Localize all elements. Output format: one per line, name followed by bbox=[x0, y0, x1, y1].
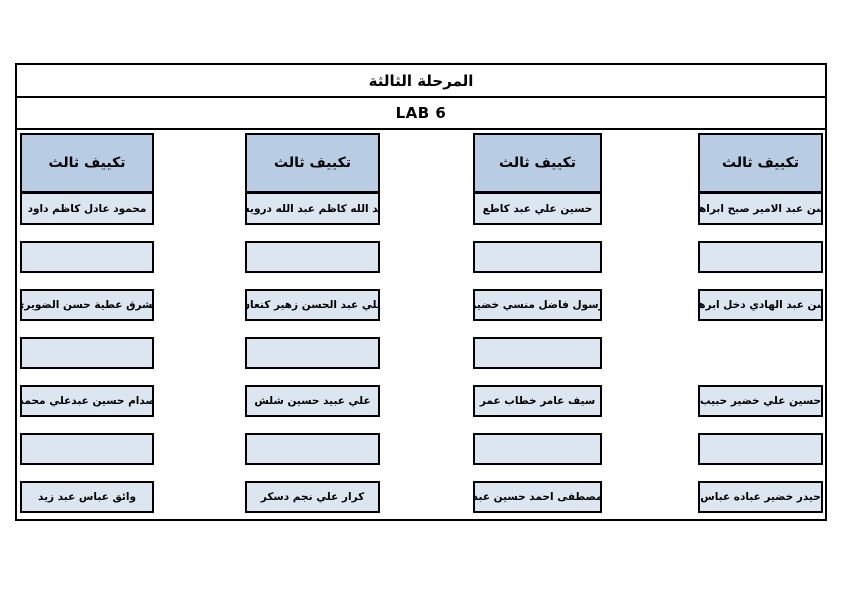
group-column-3: تكييف ثالث حسين علي عبد كاطع رسول فاضل م… bbox=[473, 133, 602, 513]
student-name-cell: حسن عبد الهادي دخل ابرهيم bbox=[698, 289, 823, 321]
group-column-1: تكييف ثالث محمود عادل كاظم داود مشرق عطي… bbox=[20, 133, 154, 513]
empty-cell bbox=[20, 241, 154, 273]
student-name-cell: حسن عبد الامير صبح ابراهيم bbox=[698, 193, 823, 225]
student-name-cell: صدام حسين عبدعلي محمد bbox=[20, 385, 154, 417]
group-column-2: تكييف ثالث عبد الله كاظم عبد الله درويش … bbox=[245, 133, 380, 513]
student-name-cell: محمود عادل كاظم داود bbox=[20, 193, 154, 225]
group-column-4: تكييف ثالث حسن عبد الامير صبح ابراهيم حس… bbox=[698, 133, 823, 513]
empty-cell bbox=[473, 433, 602, 465]
empty-cell bbox=[20, 337, 154, 369]
group-header: تكييف ثالث bbox=[473, 133, 602, 193]
empty-cell bbox=[473, 241, 602, 273]
student-name-cell: وائق عباس عبد زيد bbox=[20, 481, 154, 513]
group-header: تكييف ثالث bbox=[698, 133, 823, 193]
empty-cell bbox=[473, 337, 602, 369]
empty-cell bbox=[245, 241, 380, 273]
empty-cell bbox=[20, 433, 154, 465]
group-header: تكييف ثالث bbox=[20, 133, 154, 193]
student-name-cell: علي عبد الحسن زهير كنعان bbox=[245, 289, 380, 321]
empty-cell bbox=[245, 433, 380, 465]
lab-assignment-table: المرحلة الثالثة LAB 6 تكييف ثالث محمود ع… bbox=[15, 63, 827, 521]
empty-cell bbox=[698, 433, 823, 465]
group-header: تكييف ثالث bbox=[245, 133, 380, 193]
lab-title: LAB 6 bbox=[17, 98, 825, 130]
student-name-cell: حيدر خضير عباده عباس bbox=[698, 481, 823, 513]
student-name-cell: علي عبيد حسين شلش bbox=[245, 385, 380, 417]
student-name-cell: عبد الله كاظم عبد الله درويش bbox=[245, 193, 380, 225]
student-name-cell: رسول فاضل منسي خضير bbox=[473, 289, 602, 321]
student-name-cell: حسين علي خضير حبيب bbox=[698, 385, 823, 417]
student-name-cell: مصطفى احمد حسين عبد bbox=[473, 481, 602, 513]
stage-title: المرحلة الثالثة bbox=[17, 65, 825, 98]
student-name-cell: كرار علي نجم دسكر bbox=[245, 481, 380, 513]
student-name-cell: حسين علي عبد كاطع bbox=[473, 193, 602, 225]
student-name-cell: مشرق عطية حسن الضويري bbox=[20, 289, 154, 321]
empty-cell bbox=[698, 241, 823, 273]
empty-cell bbox=[245, 337, 380, 369]
student-name-cell: سيف عامر خطاب عمر bbox=[473, 385, 602, 417]
